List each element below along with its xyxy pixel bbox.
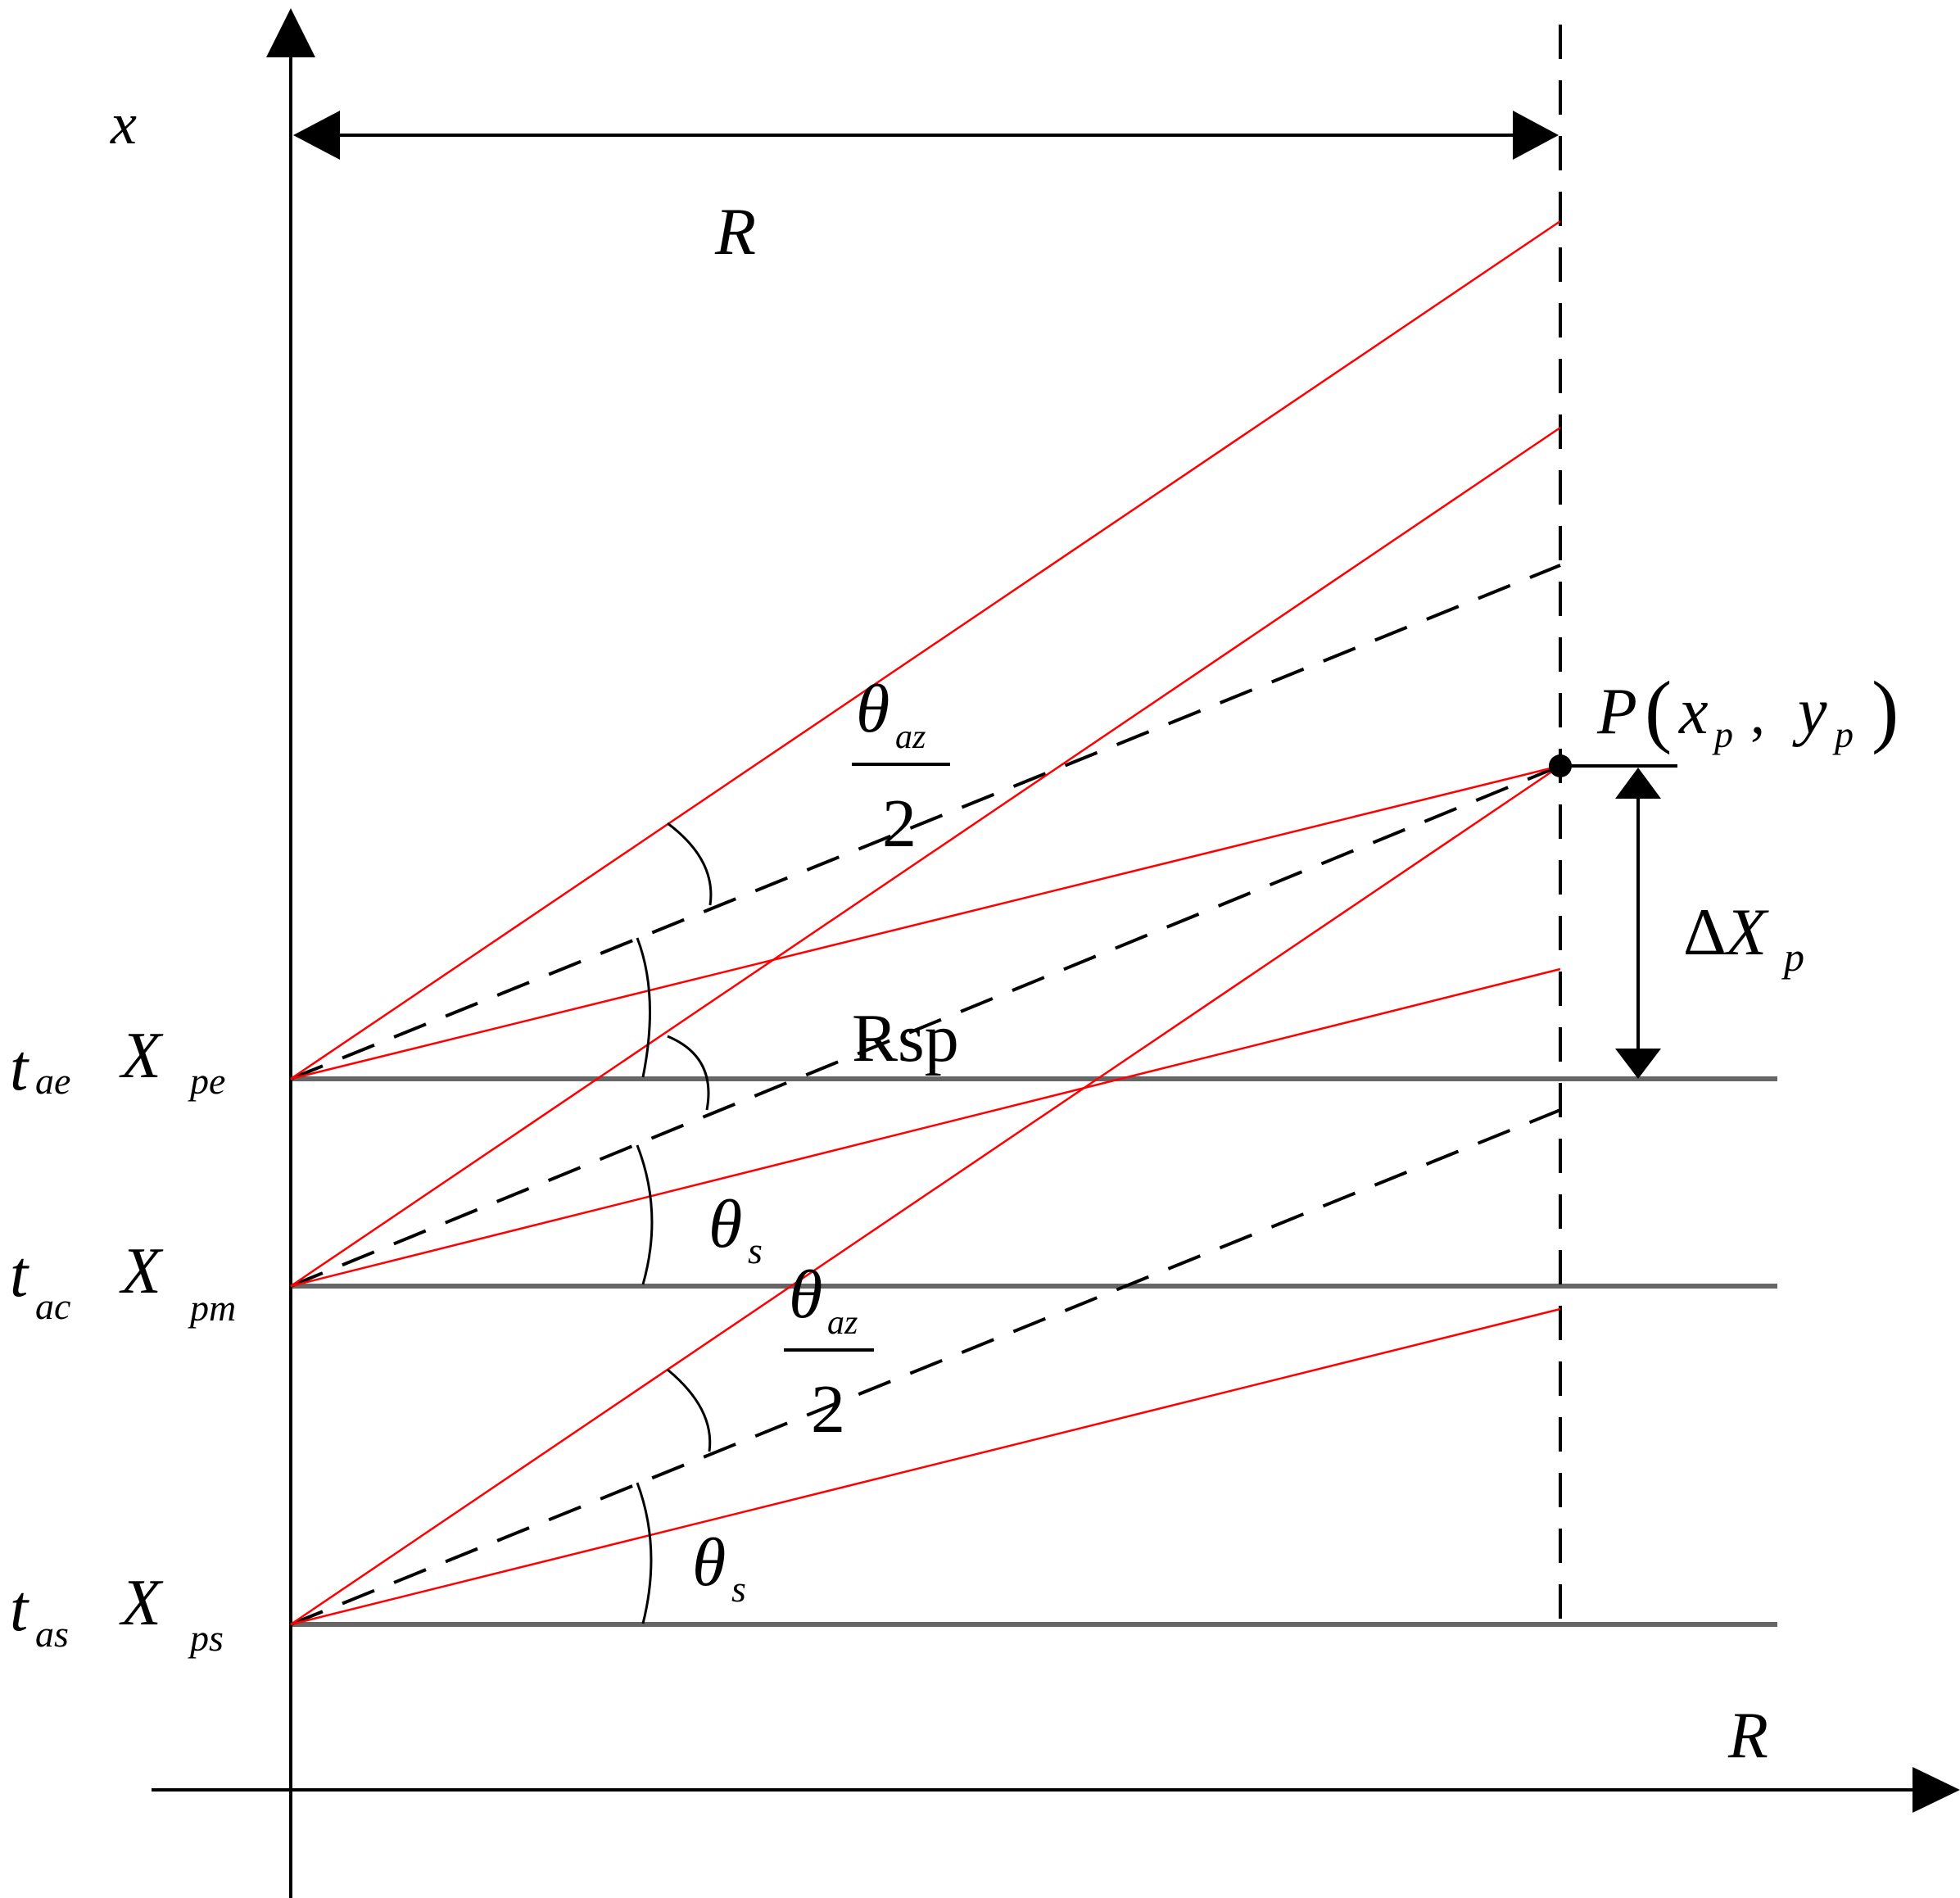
target-point-group [1549,754,1677,1079]
squint-angle-label-ps: θ s [692,1524,746,1610]
time-sub-ps: as [35,1613,69,1655]
point-name: P [1596,676,1637,748]
point-y-sub: p [1832,713,1854,755]
angle-arcs [636,822,713,1624]
point-x-sub: p [1712,713,1733,755]
baselines [289,1076,1777,1627]
theta-sub-s: s [731,1568,746,1610]
delta-x-arrow-top [1615,768,1661,799]
point-label: P ( x p , y p ) [1596,664,1899,755]
theta-sub-az: az [895,718,926,756]
horizontal-axis-label: R [1727,1700,1768,1772]
paren-close: ) [1872,664,1899,755]
time-symbol-ps: t [10,1573,29,1645]
delta-symbol: Δ [1683,895,1727,969]
vertical-axis-label: x [110,91,137,156]
ray-ps-upper [290,764,1561,1626]
theta-symbol: θ [708,1186,742,1262]
range-arrow-right [1513,111,1559,160]
vertical-axis-arrowhead [266,8,315,57]
pos-sub-ps: ps [188,1617,224,1659]
beam-center-pe [290,564,1561,1080]
range-arrow-left [293,111,340,160]
pos-sub-pm: pm [188,1287,236,1329]
ray-pm-lower [290,967,1561,1288]
delta-x-arrow-bottom [1615,1049,1661,1079]
pos-symbol-pe: X [119,1020,164,1092]
theta-sub-s: s [748,1230,763,1271]
ray-pe-lower [290,764,1561,1080]
theta-symbol: θ [789,1257,822,1333]
ray-pm-upper [290,426,1561,1288]
theta-symbol: θ [692,1524,726,1601]
time-sub-pm: ac [35,1285,70,1327]
theta-sub-az: az [827,1304,858,1342]
beam-center-lines [290,564,1561,1626]
ray-pe-upper [290,220,1561,1080]
time-sub-pe: ae [35,1060,70,1102]
arc-pe-lower [667,1035,710,1111]
range-label: R [714,194,756,269]
point-comma: , [1750,681,1765,746]
position-label-ps: t as X ps [10,1567,224,1659]
beam-center-ps [290,1108,1561,1626]
range-dimension [293,111,1559,160]
fraction-denominator: 2 [811,1371,845,1447]
time-symbol-pe: t [10,1032,29,1104]
arc-squint-ps [636,1482,653,1624]
fraction-denominator: 2 [882,786,917,862]
slant-range-label: Rsp [852,1000,959,1076]
slant-range-line-rsp [290,764,1561,1288]
half-beam-angle-label-lower: θ az 2 [784,1257,874,1447]
position-label-pm: t ac X pm [10,1235,236,1329]
pos-symbol-ps: X [119,1567,164,1639]
delta-x-symbol: X [1723,895,1769,969]
theta-symbol: θ [856,671,889,747]
arc-squint-pm [636,1144,654,1285]
point-y: y [1792,676,1827,748]
axes [152,8,1960,1898]
delta-x-label: Δ X p [1683,895,1804,980]
horizontal-axis-arrowhead [1912,1767,1960,1813]
arc-half-beam-pe [667,822,713,906]
position-label-pe: t ae X pe [10,1020,225,1104]
pos-symbol-pm: X [119,1235,164,1307]
point-x: x [1678,676,1709,748]
squint-angle-label-pm: θ s [708,1186,763,1271]
ray-ps-lower [290,1307,1561,1626]
beam-edge-rays [290,220,1561,1626]
arc-squint-pm-upper [636,937,652,1078]
pos-sub-pe: pe [188,1060,225,1102]
paren-open: ( [1645,664,1672,755]
delta-x-sub: p [1781,934,1804,980]
half-beam-angle-label-upper: θ az 2 [852,671,950,862]
time-symbol-pm: t [10,1239,29,1311]
arc-half-beam-ps [667,1368,712,1452]
